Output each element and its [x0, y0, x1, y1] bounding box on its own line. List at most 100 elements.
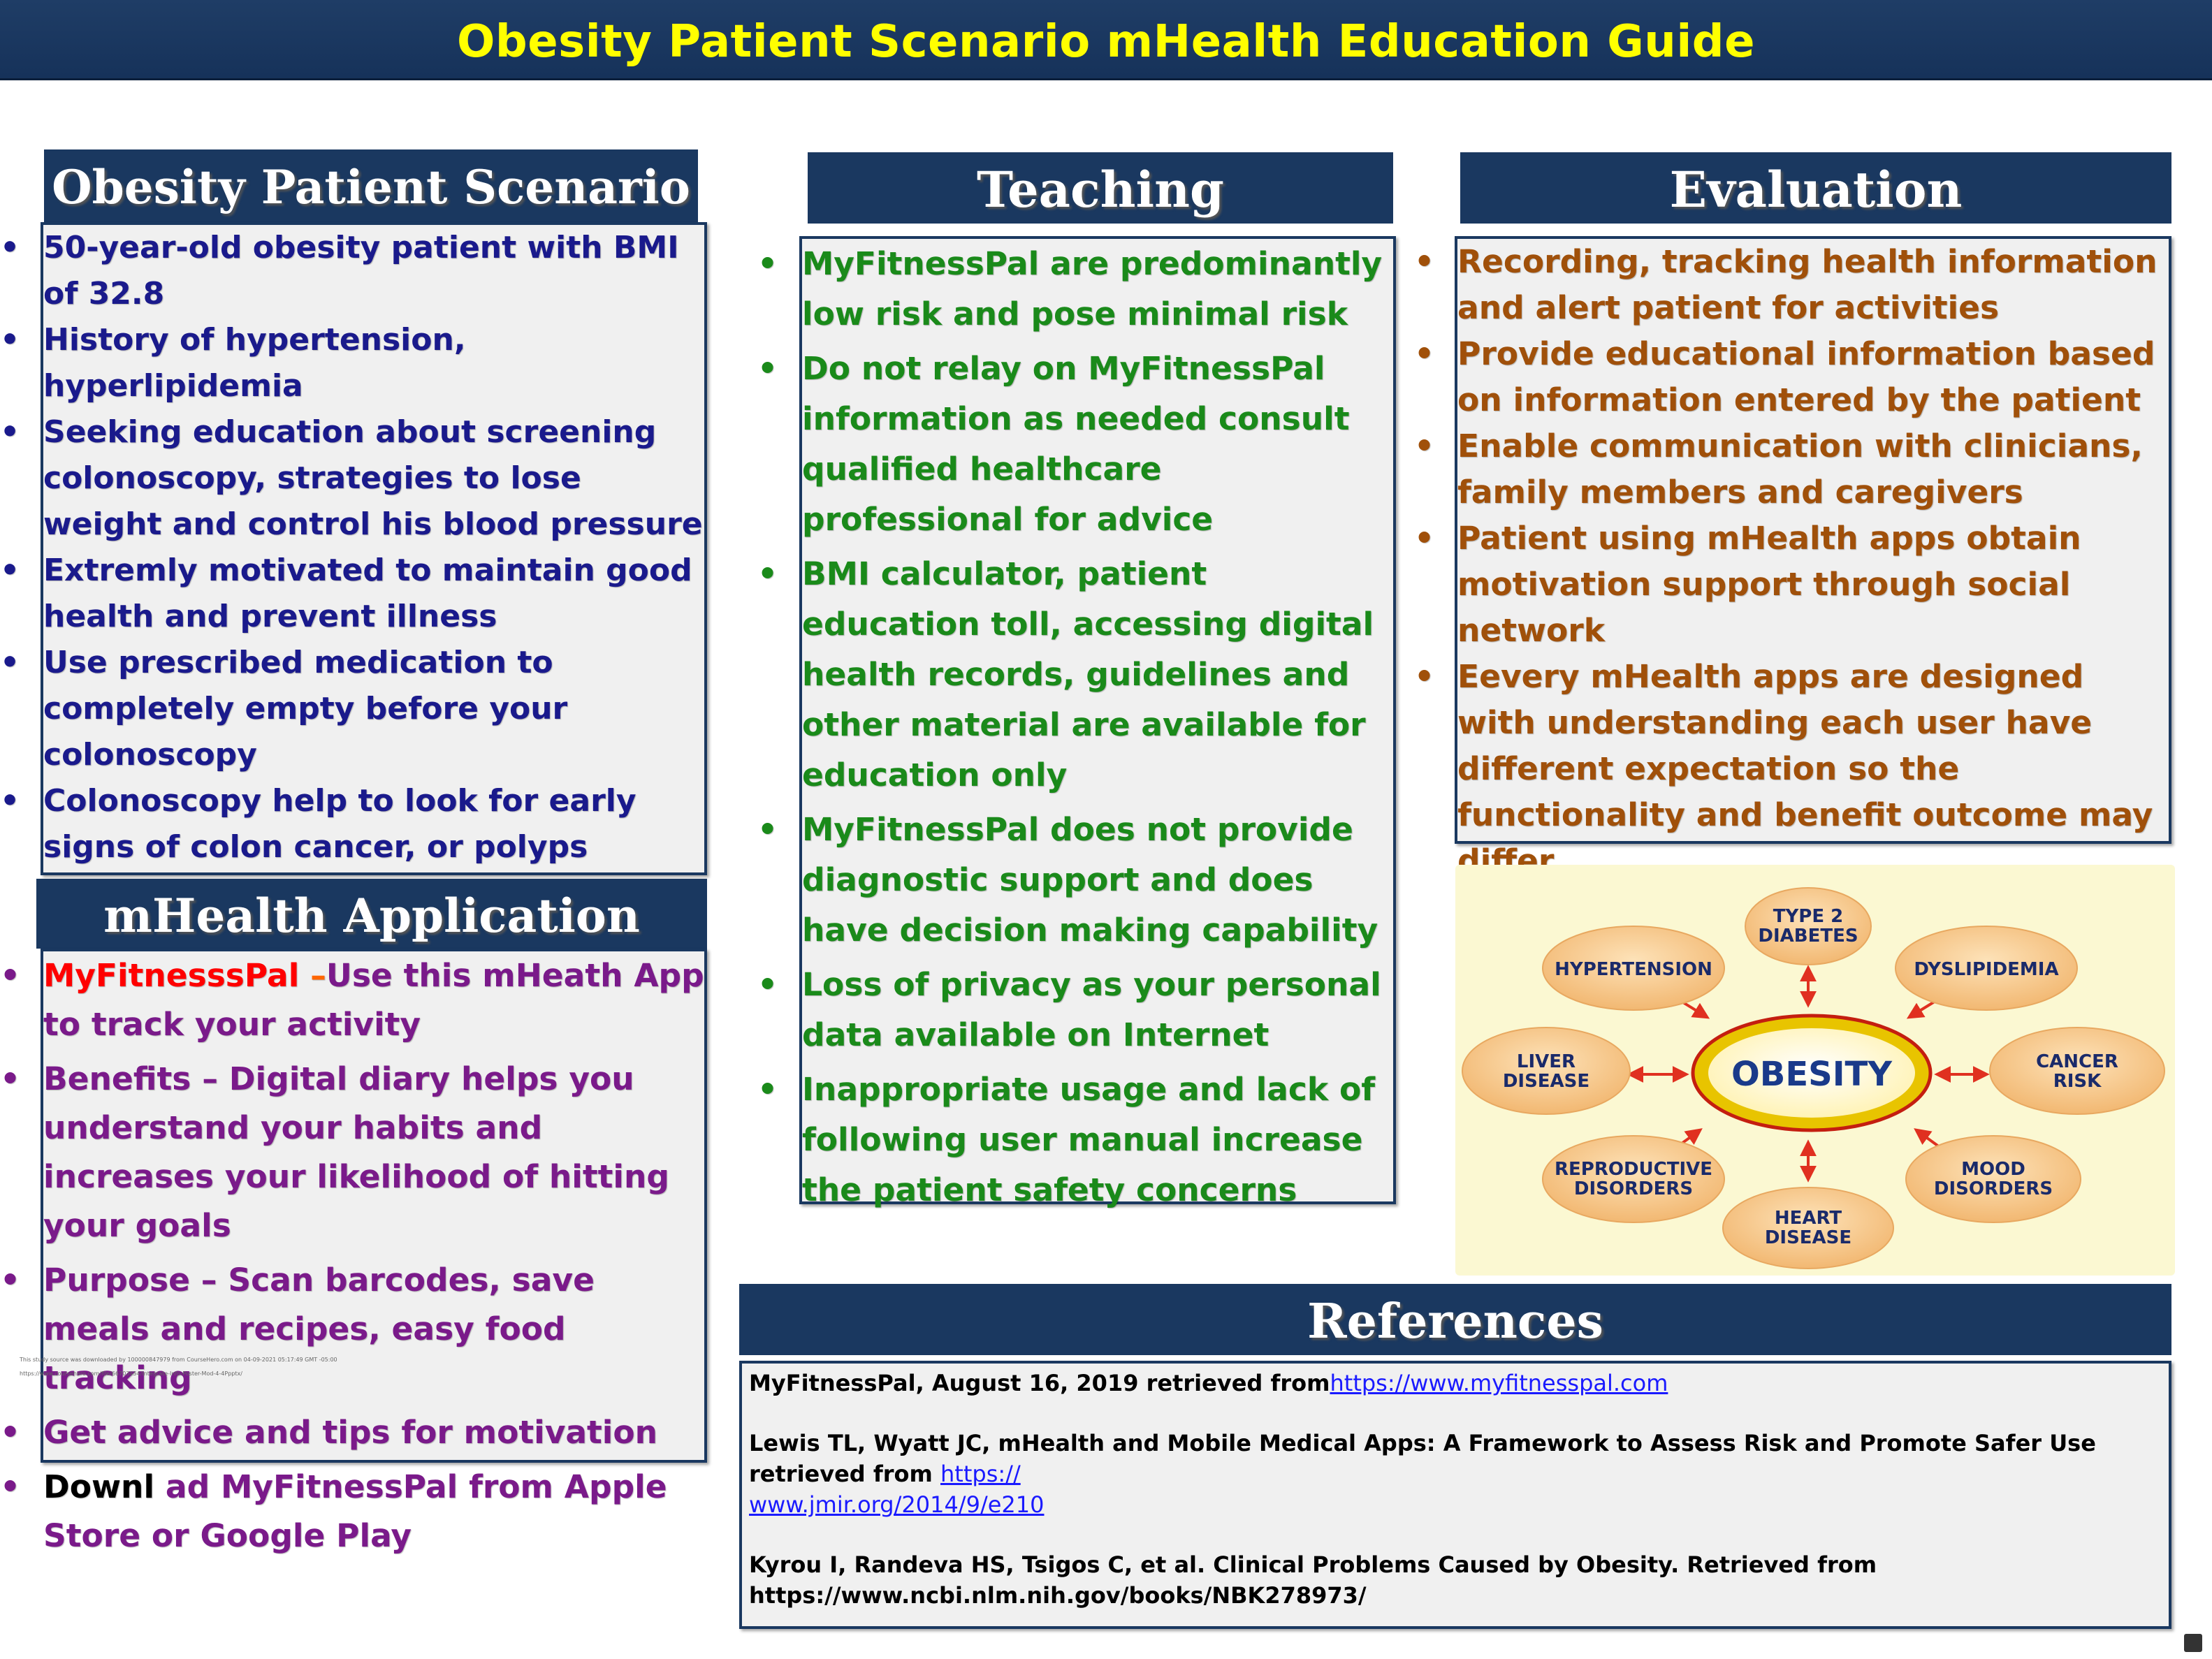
node-diabetes	[1745, 887, 1872, 965]
node-mood	[1905, 1135, 2081, 1223]
list-item: •History of hypertension, hyperlipidemia	[0, 317, 704, 409]
bullet-icon: •	[0, 322, 20, 358]
node-cancer-line1: CANCER	[2036, 1051, 2118, 1072]
reference-2: Lewis TL, Wyatt JC, mHealth and Mobile M…	[749, 1430, 2096, 1518]
bullet-icon: •	[757, 555, 778, 592]
bullet-icon: •	[0, 783, 20, 819]
teaching-list: •MyFitnessPal are predominantly low risk…	[757, 239, 1393, 1215]
reference-3-url: https://www.ncbi.nlm.nih.gov/books/NBK27…	[749, 1582, 1367, 1609]
list-item: •Do not relay on MyFitnessPal informatio…	[757, 344, 1393, 545]
bullet-icon: •	[757, 245, 778, 282]
page-title: Obesity Patient Scenario mHealth Educati…	[457, 16, 1755, 68]
watermark-line-2: https://www.coursehero.com/file/66703454…	[20, 1371, 242, 1377]
node-dyslipidemia-line1: DYSLIPIDEMIA	[1914, 959, 2058, 980]
reference-1-link[interactable]: https://www.myfitnesspal.com	[1330, 1370, 1668, 1396]
reference-2-link-a[interactable]: https://	[940, 1461, 1021, 1487]
list-item: •Purpose – Scan barcodes, save meals and…	[0, 1256, 704, 1403]
node-cancer-line2: RISK	[2053, 1071, 2102, 1092]
scenario-heading-text: Obesity Patient Scenario	[52, 160, 690, 214]
references-heading-text: References	[1307, 1294, 1603, 1350]
list-item: •Inappropriate usage and lack of followi…	[757, 1065, 1393, 1215]
node-liver	[1462, 1027, 1631, 1115]
node-heart-line1: HEART	[1775, 1208, 1842, 1229]
list-item: •50-year-old obesity patient with BMI of…	[0, 225, 704, 317]
speaker-icon[interactable]	[2184, 1634, 2202, 1652]
bullet-icon: •	[0, 1468, 21, 1505]
node-diabetes-line1: TYPE 2	[1773, 906, 1844, 927]
node-hypertension-line1: HYPERTENSION	[1555, 959, 1712, 980]
bullet-icon: •	[757, 1071, 778, 1108]
mhealth-heading-text: mHealth Application	[103, 889, 640, 943]
scenario-heading: Obesity Patient Scenario	[44, 149, 698, 222]
node-heart-line2: DISEASE	[1765, 1227, 1851, 1248]
center-label: OBESITY	[1731, 1055, 1893, 1094]
node-reproductive-line1: REPRODUCTIVE	[1555, 1159, 1712, 1180]
bullet-icon: •	[0, 1262, 21, 1299]
node-cancer	[1989, 1027, 2165, 1115]
bullet-icon: •	[0, 553, 20, 588]
bullet-icon: •	[0, 414, 20, 450]
list-item: •Loss of privacy as your personal data a…	[757, 960, 1393, 1060]
references-heading: References	[739, 1284, 2171, 1355]
references-list: MyFitnessPal, August 16, 2019 retrieved …	[742, 1364, 2169, 1611]
list-item: •Eevery mHealth apps are designed with u…	[1414, 654, 2169, 884]
bullet-icon: •	[1414, 658, 1435, 695]
list-item: •MyFitnesssPal –Use this mHeath App to t…	[0, 951, 704, 1049]
node-liver-line2: DISEASE	[1503, 1071, 1589, 1092]
list-item: •Enable communication with clinicians, f…	[1414, 423, 2169, 516]
mhealth-list: •MyFitnesssPal –Use this mHeath App to t…	[0, 951, 704, 1561]
watermark-line-1: This study source was downloaded by 1000…	[20, 1357, 337, 1363]
bullet-icon: •	[1414, 427, 1435, 465]
bullet-icon: •	[757, 966, 778, 1003]
bullet-icon: •	[757, 350, 778, 387]
teaching-box: •MyFitnessPal are predominantly low risk…	[757, 236, 1396, 1208]
node-mood-line2: DISORDERS	[1934, 1178, 2053, 1199]
mhealth-heading: mHealth Application	[36, 879, 707, 949]
node-diabetes-line2: DIABETES	[1758, 926, 1858, 947]
bullet-icon: •	[0, 645, 20, 680]
bullet-icon: •	[0, 230, 20, 265]
list-item: •MyFitnessPal are predominantly low risk…	[757, 239, 1393, 339]
obesity-diagram: TYPE 2 DIABETES HYPERTENSION DYSLIPIDEMI…	[1455, 865, 2175, 1276]
list-item: •Downl ad MyFitnessPal from Apple Store …	[0, 1463, 704, 1561]
bullet-icon: •	[1414, 335, 1435, 372]
mhealth-box: •MyFitnesssPal –Use this mHeath App to t…	[0, 949, 707, 1554]
list-item: •Colonoscopy help to look for early sign…	[0, 778, 704, 870]
list-item: •Provide educational information based o…	[1414, 331, 2169, 423]
teaching-heading: Teaching	[808, 152, 1393, 224]
node-mood-line1: MOOD	[1961, 1159, 2025, 1180]
title-bar: Obesity Patient Scenario mHealth Educati…	[0, 0, 2212, 80]
reference-2-link-b[interactable]: www.jmir.org/2014/9/e210	[749, 1491, 1045, 1518]
evaluation-box: •Recording, tracking health information …	[1414, 236, 2171, 879]
bullet-icon: •	[1414, 520, 1435, 557]
list-item: •Patient using mHealth apps obtain motiv…	[1414, 516, 2169, 654]
list-item: •Get advice and tips for motivation	[0, 1408, 704, 1457]
reference-1: MyFitnessPal, August 16, 2019 retrieved …	[749, 1370, 1668, 1396]
node-reproductive	[1542, 1135, 1725, 1223]
node-dyslipidemia	[1895, 926, 2078, 1011]
list-item: •MyFitnessPal does not provide diagnosti…	[757, 805, 1393, 956]
references-box: MyFitnessPal, August 16, 2019 retrieved …	[739, 1361, 2171, 1629]
bullet-icon: •	[757, 811, 778, 848]
node-hypertension	[1542, 926, 1725, 1011]
list-item: •Recording, tracking health information …	[1414, 239, 2169, 331]
evaluation-heading-text: Evaluation	[1669, 161, 1963, 219]
node-liver-line1: LIVER	[1517, 1051, 1576, 1072]
center-fill	[1708, 1028, 1915, 1118]
list-item: •BMI calculator, patient education toll,…	[757, 549, 1393, 801]
scenario-list: •50-year-old obesity patient with BMI of…	[0, 225, 704, 870]
bullet-icon: •	[0, 957, 21, 994]
bullet-icon: •	[0, 1060, 21, 1097]
evaluation-heading: Evaluation	[1460, 152, 2171, 224]
bullet-icon: •	[0, 1414, 21, 1451]
reference-3: Kyrou I, Randeva HS, Tsigos C, et al. Cl…	[749, 1551, 1877, 1609]
scenario-box: •50-year-old obesity patient with BMI of…	[0, 222, 707, 875]
teaching-heading-text: Teaching	[977, 161, 1224, 219]
evaluation-list: •Recording, tracking health information …	[1414, 239, 2169, 884]
list-item: •Use prescribed medication to completely…	[0, 640, 704, 778]
node-reproductive-line2: DISORDERS	[1574, 1178, 1693, 1199]
list-item: •Extremly motivated to maintain good hea…	[0, 548, 704, 640]
node-heart	[1722, 1187, 1894, 1269]
list-item: •Seeking education about screening colon…	[0, 409, 704, 548]
list-item: •Benefits – Digital diary helps you unde…	[0, 1055, 704, 1250]
